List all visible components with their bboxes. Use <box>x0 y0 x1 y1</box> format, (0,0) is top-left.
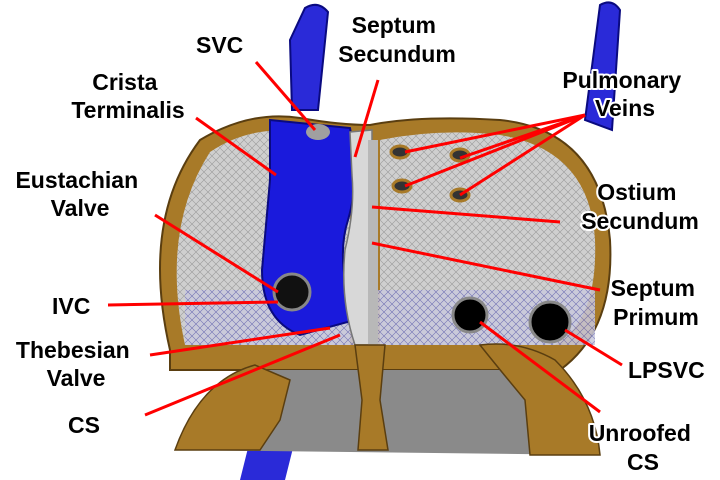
label-pulmonary-veins: Pulmonary Veins <box>562 67 687 121</box>
unroofed-cs-opening <box>451 296 489 334</box>
leader-thebesian-valve <box>149 326 331 357</box>
right-base <box>478 343 601 456</box>
label-lpsvc: LPSVC <box>628 357 705 383</box>
label-ostium-secundum: Ostium Secundum <box>581 179 699 234</box>
leader-ivc <box>107 300 279 307</box>
leader-ostium-secundum <box>371 205 561 224</box>
left-base <box>173 364 291 451</box>
label-ivc: IVC <box>52 293 90 319</box>
svc-vessel <box>288 3 330 111</box>
leader-crista-terminalis <box>195 116 277 177</box>
leader-lines <box>107 61 623 417</box>
label-crista-terminalis: Crista Terminalis <box>71 69 184 123</box>
ivc-opening <box>272 272 312 312</box>
label-eustachian-valve: Eustachian Valve <box>15 167 144 221</box>
septum-secundum <box>343 129 373 346</box>
leader-unroofed-cs <box>479 320 601 414</box>
lpsvc-opening <box>528 300 572 344</box>
label-septum-secundum: Septum Secundum <box>338 12 456 67</box>
leader-eustachian-valve <box>154 213 279 294</box>
svc-opening <box>306 124 330 140</box>
leader-cs <box>144 333 341 417</box>
blue-mesh-band <box>185 290 595 345</box>
leader-lpsvc <box>564 328 623 367</box>
leader-pulmonary-vein <box>404 113 586 188</box>
leader-septum-primum <box>371 241 601 292</box>
label-unroofed-cs: Unroofed CS <box>589 420 698 475</box>
label-septum-primum: Septum Primum <box>611 275 702 330</box>
pulmonary-vein <box>391 178 413 194</box>
label-thebesian-valve: Thebesian Valve <box>16 337 136 391</box>
label-cs: CS <box>68 412 100 438</box>
leader-septum-secundum <box>353 79 380 158</box>
label-svc: SVC <box>196 32 243 58</box>
lpsvc-vessel <box>583 1 622 132</box>
septal-base <box>354 344 389 451</box>
leader-pulmonary-vein <box>459 113 586 197</box>
leader-pulmonary-vein <box>404 113 586 154</box>
leader-svc <box>254 61 317 131</box>
